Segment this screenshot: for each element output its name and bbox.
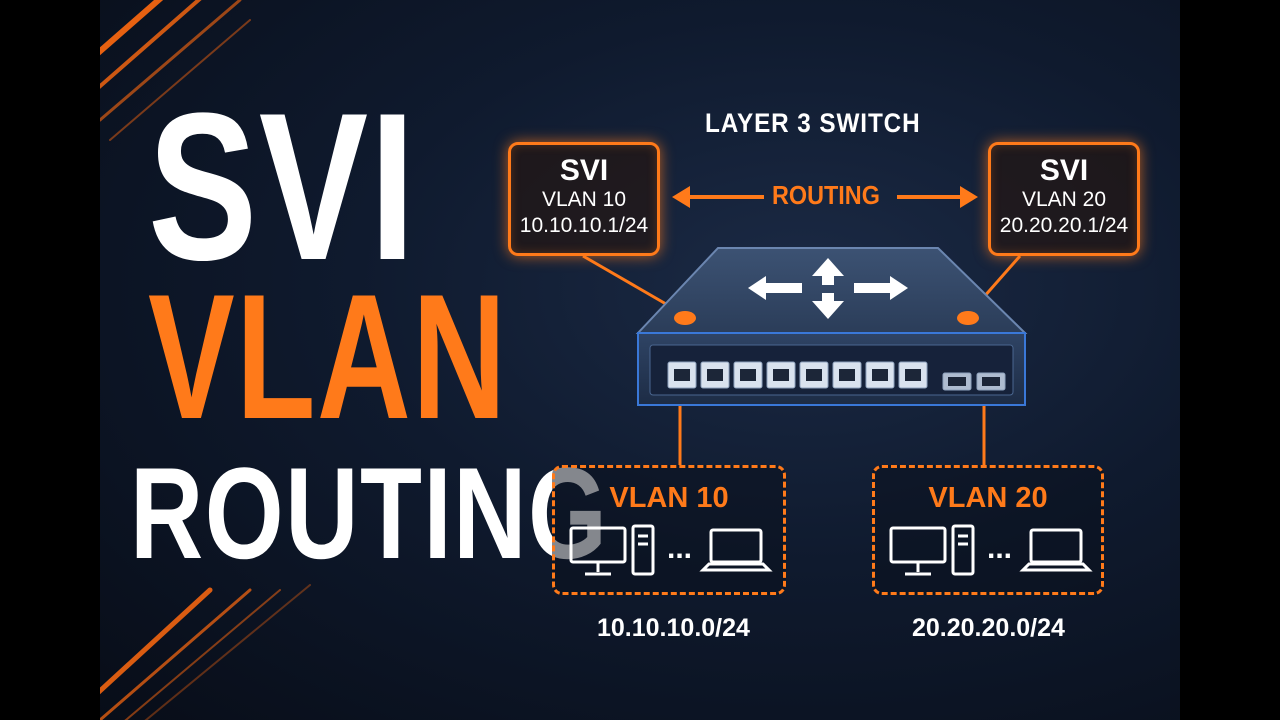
tower-pc-icon xyxy=(951,524,975,576)
routing-arrows-icon xyxy=(748,258,908,319)
routing-label: ROUTING xyxy=(772,180,880,210)
vlan10-host-icons: ... xyxy=(569,524,773,576)
title-svi: SVI xyxy=(148,69,417,304)
svi-vlan-label: VLAN 10 xyxy=(541,188,627,211)
vlan-title: VLAN 20 xyxy=(928,482,1048,514)
ellipsis-text: ... xyxy=(667,532,692,565)
desktop-monitor-icon xyxy=(889,526,947,576)
orange-streaks-decoration xyxy=(100,0,311,720)
desktop-monitor-icon xyxy=(569,526,627,576)
thumbnail-canvas: SVI VLAN ROUTING LAYER 3 SWITCH ROUTING … xyxy=(100,0,1180,720)
vlan20-subnet-label: 20.20.20.0/24 xyxy=(912,614,1065,642)
svi-title: SVI xyxy=(1039,154,1089,187)
routing-arrow-right xyxy=(897,186,978,208)
svi-title: SVI xyxy=(559,154,609,187)
laptop-icon xyxy=(699,528,773,572)
layer3-switch-icon xyxy=(635,247,1028,406)
laptop-icon xyxy=(1019,528,1093,572)
ellipsis-text: ... xyxy=(987,532,1012,565)
svi-port-dot-left xyxy=(674,311,696,325)
tower-pc-icon xyxy=(631,524,655,576)
svi-vlan10-box: SVI VLAN 10 10.10.10.1/24 xyxy=(508,142,660,256)
svi-vlan-label: VLAN 20 xyxy=(1021,188,1107,211)
routing-arrow-left xyxy=(672,186,764,208)
svi-port-dot-right xyxy=(957,311,979,325)
svi-vlan20-box: SVI VLAN 20 20.20.20.1/24 xyxy=(988,142,1140,256)
svi-ip-address: 10.10.10.1/24 xyxy=(519,214,649,237)
svi-ip-address: 20.20.20.1/24 xyxy=(999,214,1129,237)
vlan20-host-icons: ... xyxy=(889,524,1093,576)
title-vlan: VLAN xyxy=(148,257,508,456)
title-routing: ROUTING xyxy=(130,440,609,586)
ethernet-ports xyxy=(667,361,928,389)
vlan10-subnet-label: 10.10.10.0/24 xyxy=(597,614,750,642)
vlan-title: VLAN 10 xyxy=(609,482,729,514)
vlan20-hosts-box: VLAN 20 ... xyxy=(872,465,1104,595)
vlan10-hosts-box: VLAN 10 ... xyxy=(552,465,786,595)
layer3-switch-label: LAYER 3 SWITCH xyxy=(705,108,921,138)
